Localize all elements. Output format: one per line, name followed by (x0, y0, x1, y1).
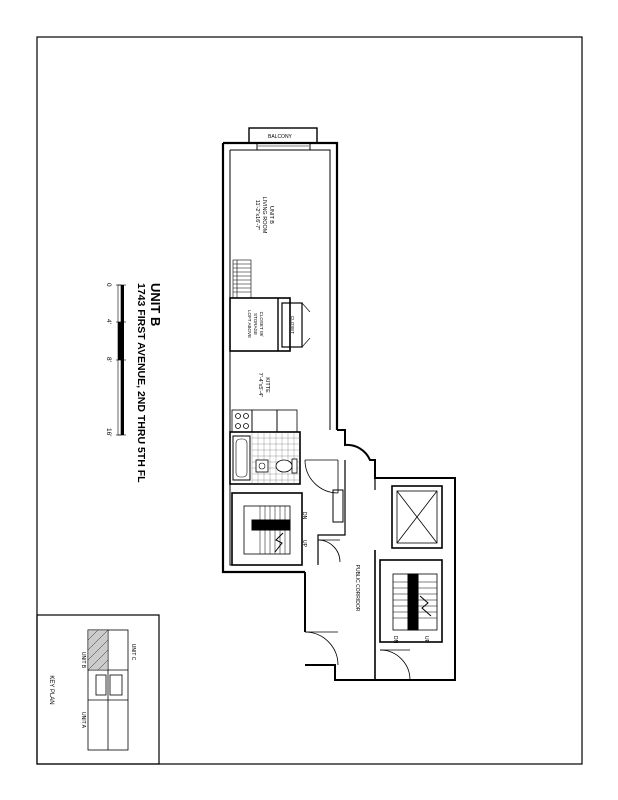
corridor-label: PUBLIC CORRIDOR (354, 565, 360, 612)
storage-line-3: LOFT ABOVE (247, 310, 252, 338)
closet-block (229, 297, 311, 352)
key-plan-text: KEY PLAN (48, 675, 54, 704)
key-plan-unit-c: UNIT C (130, 644, 136, 661)
storage-line-2: STORAGE (253, 313, 258, 335)
living-unit-name: UNIT B (268, 206, 274, 224)
closet-text: CLOSET (290, 316, 295, 334)
scale-tick-0: 0 (105, 283, 112, 287)
address-title: 1743 FIRST AVENUE, 2ND THRU 5TH FL (135, 283, 147, 483)
public-stair (379, 559, 443, 681)
sink (255, 459, 269, 473)
kitchen-counter (231, 409, 298, 433)
bathtub (232, 435, 251, 481)
scale-tick-8: 8' (105, 357, 112, 362)
storage-closet-label: CLOSET W/ STORAGE LOFT ABOVE (247, 310, 264, 338)
unit-entry-door (304, 459, 339, 494)
key-plan-title: KEY PLAN (48, 675, 54, 704)
living-room-dims: 11'-2"x16'-7" (254, 200, 260, 230)
kitchen-name: KITTE (264, 377, 270, 393)
toilet-bowl (275, 459, 293, 473)
elevator-shaft (391, 485, 443, 549)
living-room-name: LIVING ROOM (261, 197, 267, 234)
loft-ladder (232, 259, 252, 299)
bathroom (229, 431, 301, 485)
key-unit-a-text: UNIT A (80, 712, 86, 729)
storage-line-1: CLOSET W/ (259, 312, 264, 337)
key-plan (36, 614, 160, 765)
kitchen-dims: 7'-4"x5'-4" (257, 373, 263, 398)
scale-tick-16: 16' (105, 428, 112, 436)
key-unit-c-text: UNIT C (130, 644, 136, 661)
kitchen-label: KITTE 7'-4"x5'-4" (257, 373, 270, 398)
unit-stair-dn: DN (301, 512, 307, 520)
public-corridor-walls (304, 429, 456, 681)
key-plan-box (36, 614, 160, 765)
toilet-tank (291, 458, 298, 474)
scale-tick-4: 4' (105, 319, 112, 324)
unit-title: UNIT B (148, 283, 163, 326)
scale-bar: 0 4' 8' 16' (105, 283, 126, 436)
key-plan-unit-a: UNIT A (80, 712, 86, 729)
unit-stair (231, 492, 303, 566)
unit-walls (221, 127, 339, 574)
living-room-label: UNIT B LIVING ROOM 11'-2"x16'-7" (254, 197, 274, 234)
public-stair-dn: DN (392, 636, 398, 644)
key-unit-b-text: UNIT B (80, 652, 86, 669)
closet-label: CLOSET (290, 316, 295, 334)
title-block: UNIT B 1743 FIRST AVENUE, 2ND THRU 5TH F… (135, 283, 163, 483)
public-stair-up: UP (423, 636, 429, 644)
balcony (248, 127, 318, 144)
unit-stair-up: UP (301, 540, 307, 548)
corridor-text: PUBLIC CORRIDOR (354, 565, 360, 612)
balcony-label: BALCONY (268, 134, 293, 140)
key-plan-unit-b: UNIT B (80, 652, 86, 669)
sheet-border (36, 36, 583, 765)
